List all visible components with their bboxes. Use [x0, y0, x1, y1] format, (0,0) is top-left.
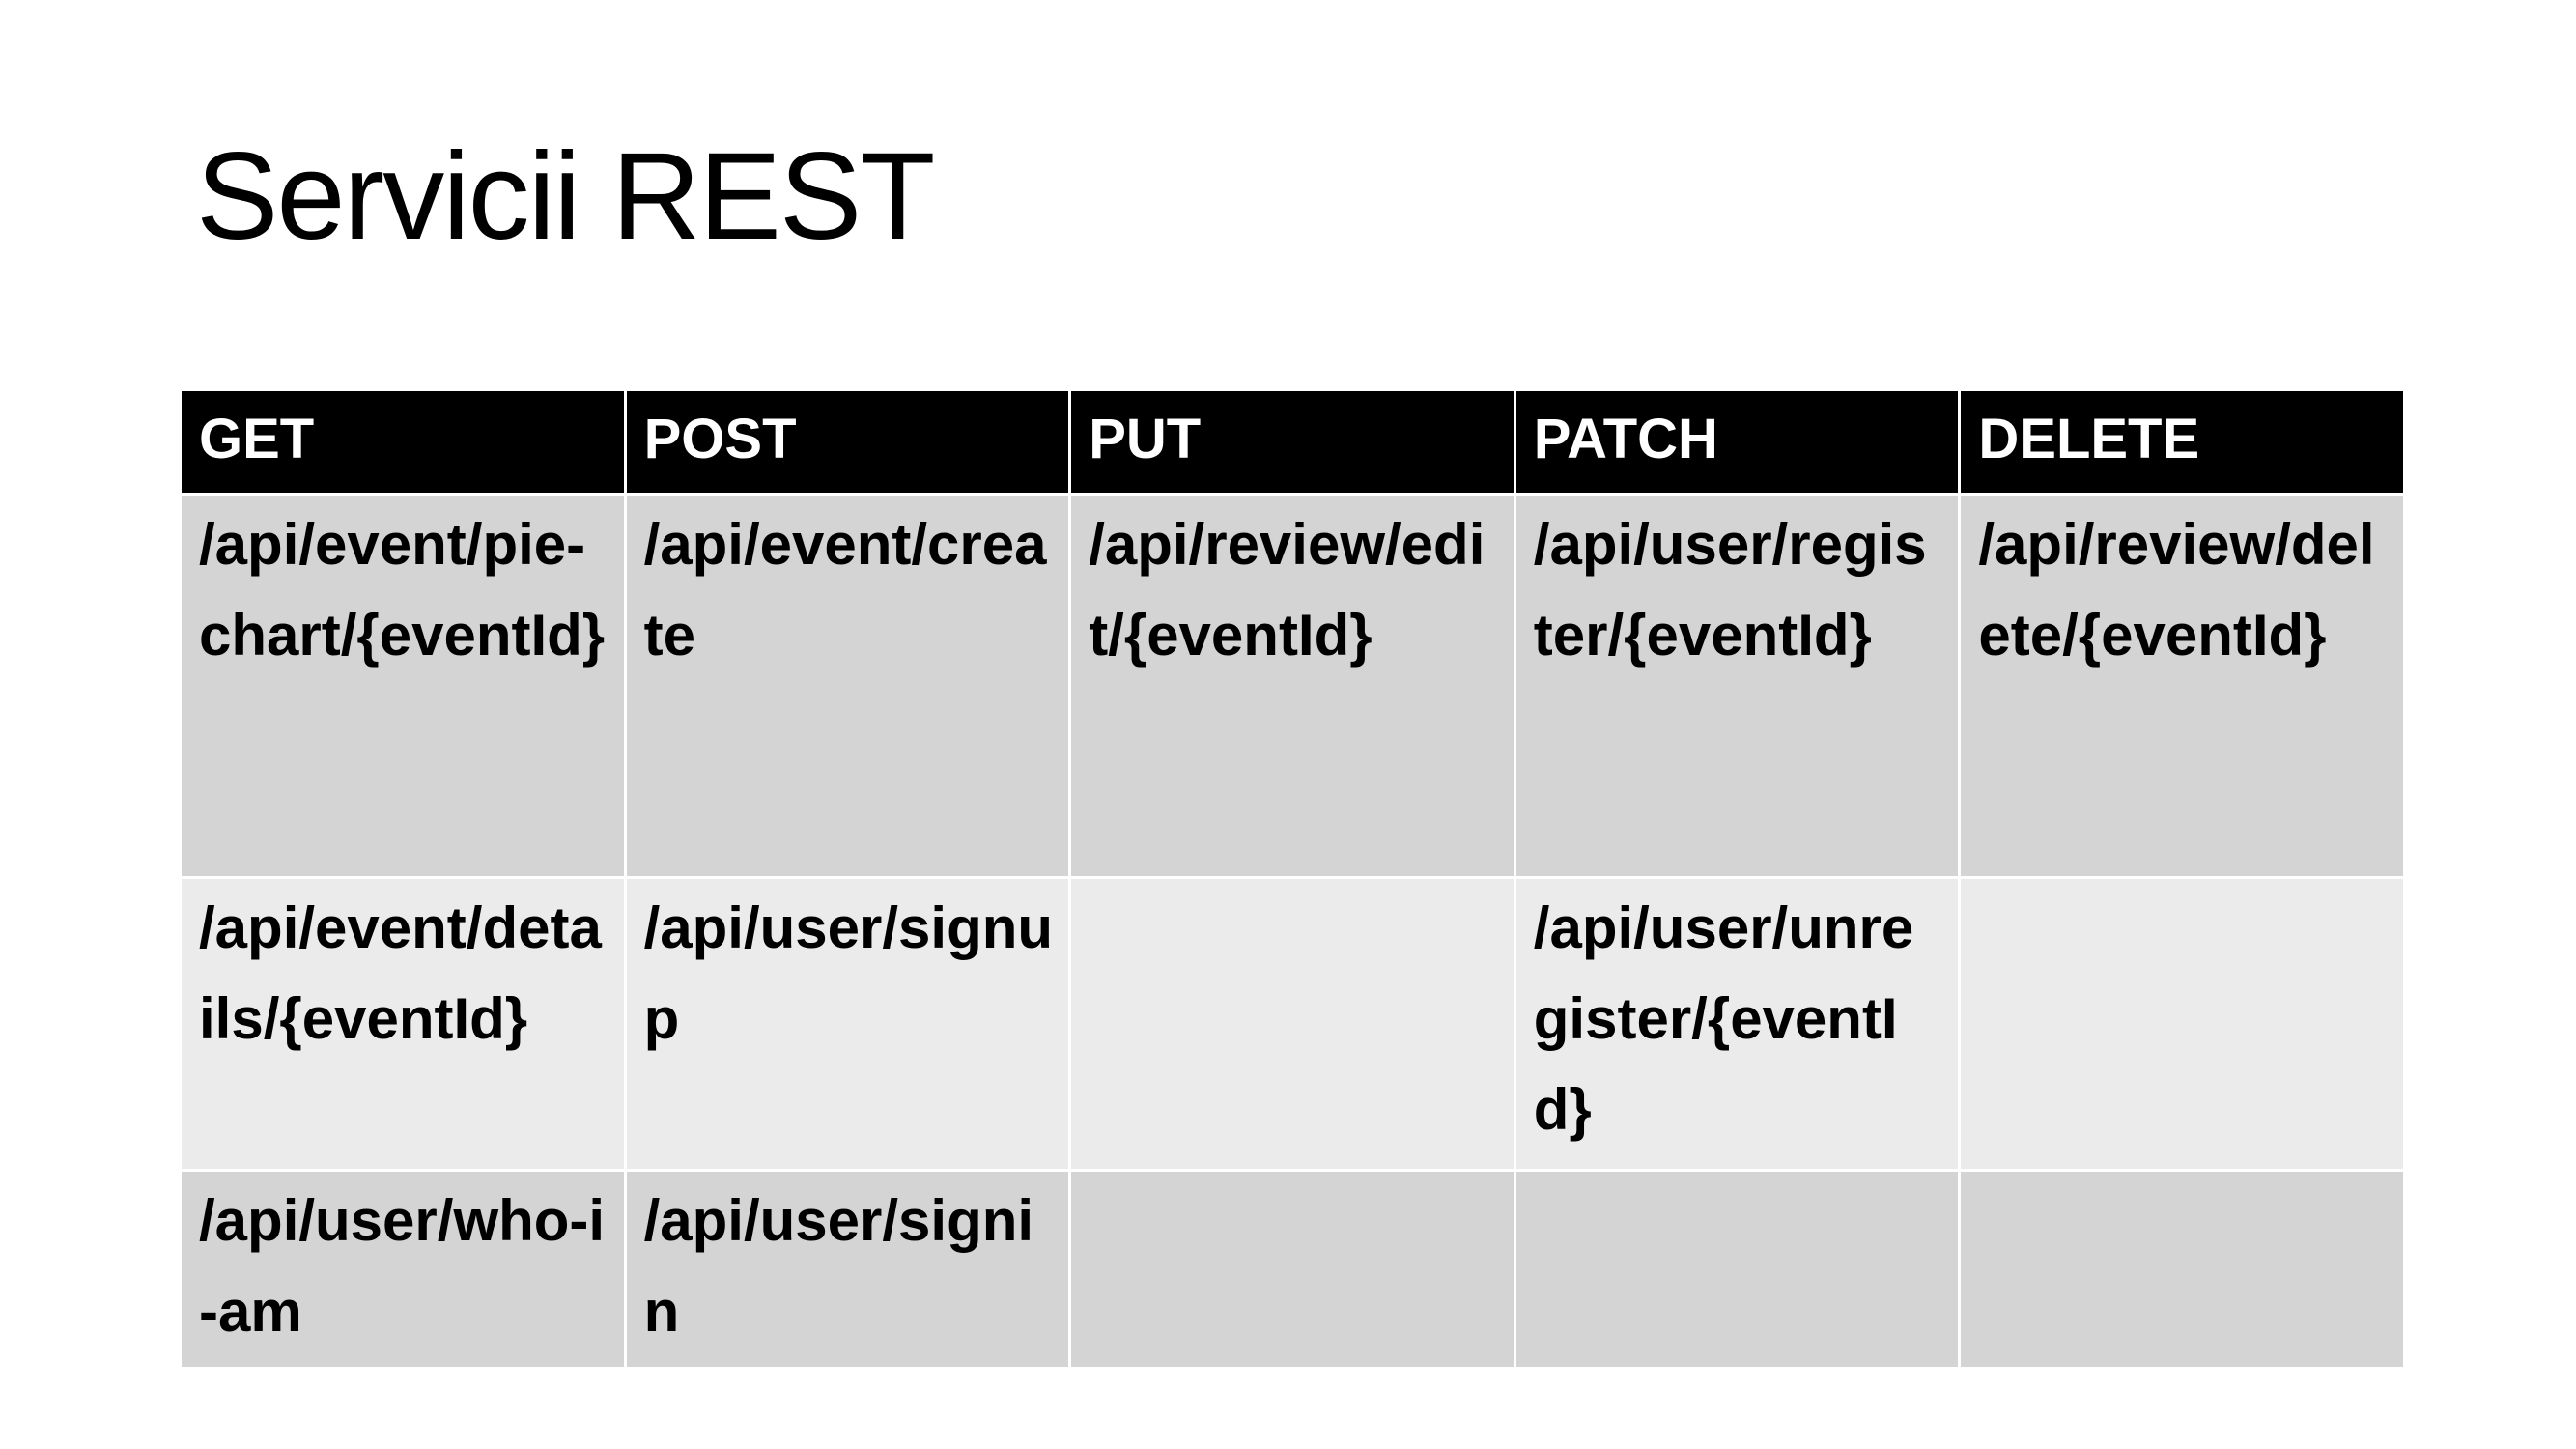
table-cell: /api/user/register/{eventId} [1513, 493, 1962, 879]
rest-endpoints-table: GET POST PUT PATCH DELETE /api/event/pie… [179, 388, 2406, 1370]
table-cell: /api/user/who-i-am [179, 1169, 627, 1370]
table-cell: /api/event/pie-chart/{eventId} [179, 493, 627, 879]
slide-title: Servicii REST [196, 128, 935, 266]
table-cell: /api/user/signin [623, 1169, 1072, 1370]
header-patch: PATCH [1513, 388, 1962, 496]
table-cell: /api/event/details/{eventId} [179, 876, 627, 1172]
table-cell [1068, 1169, 1516, 1370]
table-cell: /api/user/unregister/{eventId} [1513, 876, 1962, 1172]
table-cell [1068, 876, 1516, 1172]
table-cell [1513, 1169, 1962, 1370]
table-cell: /api/event/create [623, 493, 1072, 879]
table-row: /api/event/pie-chart/{eventId} /api/even… [179, 493, 2406, 879]
table-cell: /api/user/signup [623, 876, 1072, 1172]
table-row: /api/user/who-i-am /api/user/signin [179, 1169, 2406, 1370]
header-get: GET [179, 388, 627, 496]
header-delete: DELETE [1958, 388, 2406, 496]
table-row: /api/event/details/{eventId} /api/user/s… [179, 876, 2406, 1172]
header-post: POST [623, 388, 1072, 496]
table-cell [1958, 876, 2406, 1172]
header-put: PUT [1068, 388, 1516, 496]
table-header-row: GET POST PUT PATCH DELETE [179, 388, 2406, 496]
table-cell: /api/review/delete/{eventId} [1958, 493, 2406, 879]
table-cell [1958, 1169, 2406, 1370]
table-cell: /api/review/edit/{eventId} [1068, 493, 1516, 879]
